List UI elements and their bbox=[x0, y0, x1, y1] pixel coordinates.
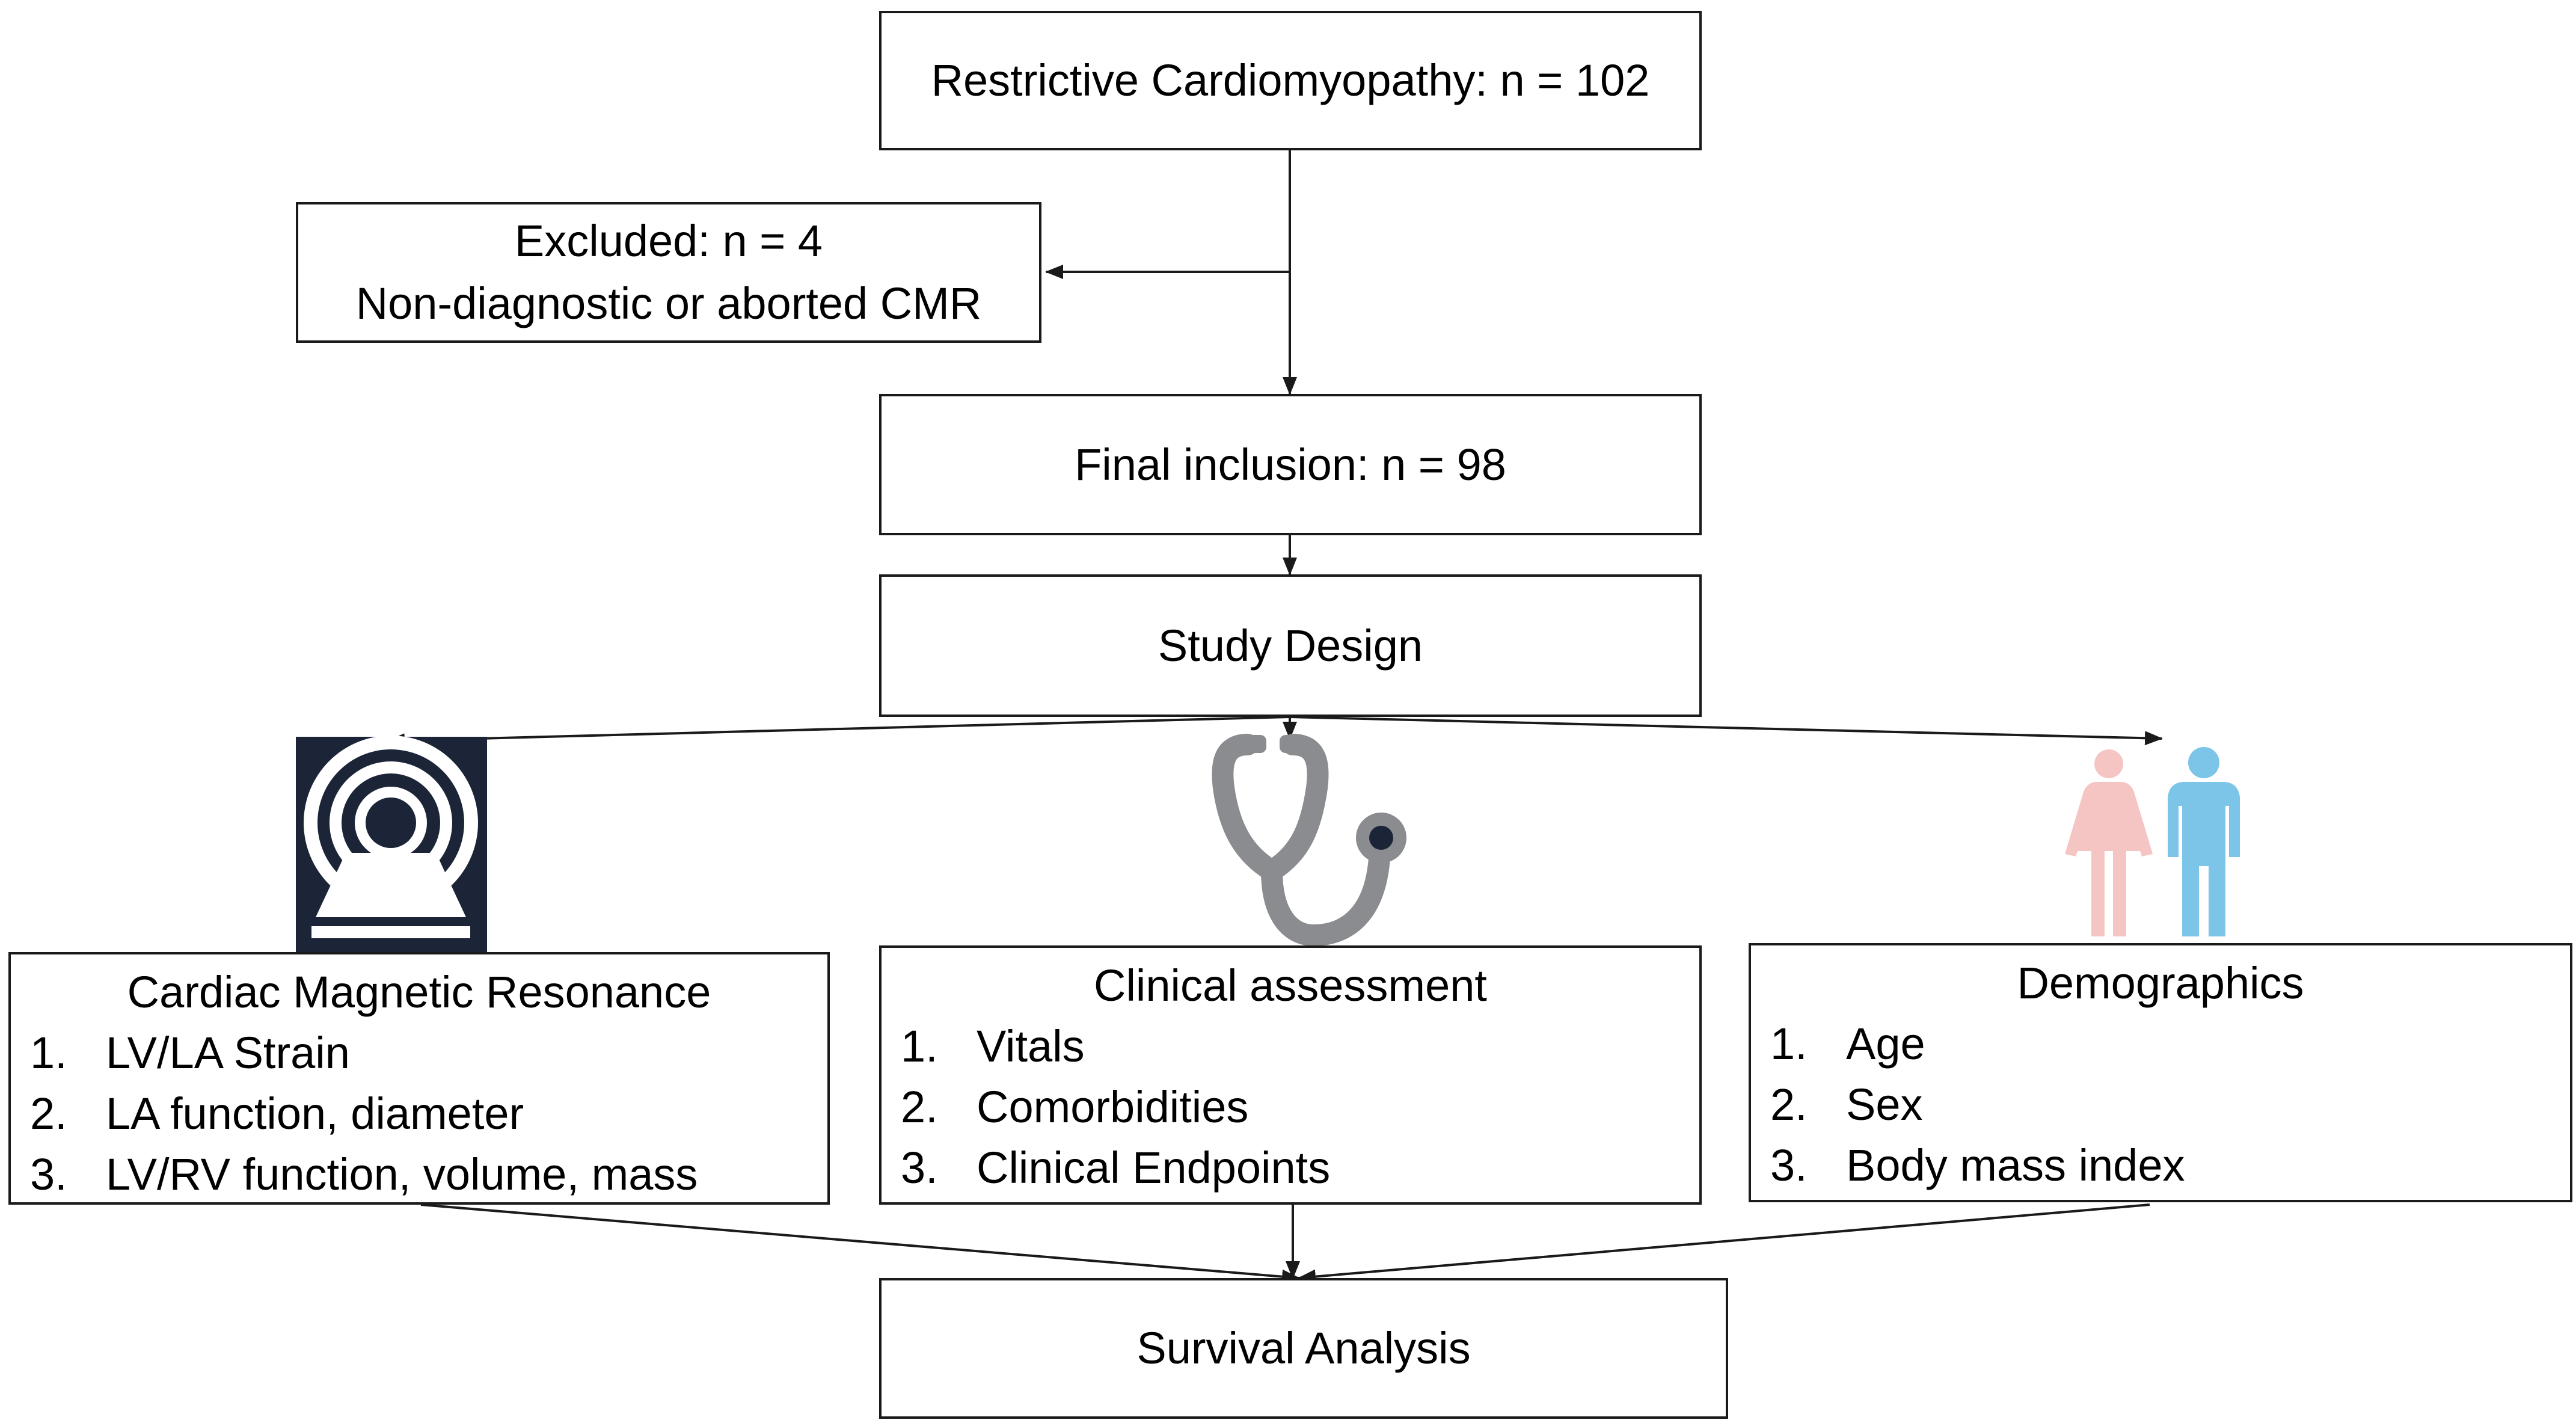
list-item-text: Age bbox=[1846, 1019, 1925, 1069]
excluded-reason-label: Non-diagnostic or aborted CMR bbox=[355, 278, 982, 328]
list-item: 2. Sex bbox=[1751, 1074, 2570, 1135]
list-item-number: 1. bbox=[30, 1028, 67, 1078]
list-item-number: 1. bbox=[1770, 1019, 1808, 1069]
list-item-text: Clinical Endpoints bbox=[977, 1143, 1331, 1193]
list-item: 1. LV/LA Strain bbox=[11, 1022, 827, 1083]
list-item-number: 3. bbox=[30, 1149, 67, 1199]
list-item: 1. Age bbox=[1751, 1013, 2570, 1074]
list-item-text: LV/LA Strain bbox=[106, 1028, 350, 1078]
male-figure-icon bbox=[2168, 747, 2240, 936]
survival-analysis-box: Survival Analysis bbox=[879, 1278, 1728, 1419]
final-inclusion-box: Final inclusion: n = 98 bbox=[879, 394, 1702, 535]
cmr-box: Cardiac Magnetic Resonance 1. LV/LA Strai… bbox=[8, 952, 830, 1205]
excluded-box: Excluded: n = 4 Non-diagnostic or aborte… bbox=[296, 202, 1041, 343]
list-item-text: Body mass index bbox=[1846, 1140, 2185, 1190]
list-item-text: Vitals bbox=[977, 1021, 1085, 1071]
list-item: 3. Clinical Endpoints bbox=[882, 1137, 1699, 1198]
survival-analysis-label: Survival Analysis bbox=[1136, 1323, 1471, 1373]
list-item-text: Sex bbox=[1846, 1080, 1923, 1129]
list-item-number: 1. bbox=[901, 1021, 938, 1071]
stethoscope-icon bbox=[1212, 734, 1406, 947]
demographics-box: Demographics 1. Age 2. Sex 3. Body mass ind… bbox=[1749, 943, 2572, 1202]
final-inclusion-label: Final inclusion: n = 98 bbox=[1075, 439, 1506, 490]
study-design-label: Study Design bbox=[1158, 620, 1423, 671]
people-icon bbox=[2065, 747, 2240, 936]
list-item-number: 3. bbox=[901, 1143, 938, 1193]
clinical-assessment-box: Clinical assessment 1. Vitals 2. Comorbidi… bbox=[879, 945, 1702, 1205]
clinical-title: Clinical assessment bbox=[1094, 960, 1487, 1010]
rcm-label: Restrictive Cardiomyopathy: n = 102 bbox=[931, 55, 1650, 105]
arrow-design-to-demographics bbox=[1289, 716, 2163, 746]
list-item: 3. Body mass index bbox=[1751, 1135, 2570, 1196]
cmr-title: Cardiac Magnetic Resonance bbox=[127, 967, 711, 1017]
study-design-box: Study Design bbox=[879, 574, 1702, 717]
rcm-box: Restrictive Cardiomyopathy: n = 102 bbox=[879, 11, 1702, 150]
list-item-number: 2. bbox=[1770, 1080, 1808, 1129]
arrow-design-to-cmr bbox=[387, 716, 1290, 748]
list-item-text: LV/RV function, volume, mass bbox=[106, 1149, 698, 1199]
list-item-number: 3. bbox=[1770, 1140, 1808, 1190]
list-item: 2. LA function, diameter bbox=[11, 1083, 827, 1144]
list-item-number: 2. bbox=[30, 1089, 67, 1139]
excluded-count-label: Excluded: n = 4 bbox=[514, 216, 823, 266]
list-item-text: Comorbidities bbox=[977, 1082, 1249, 1132]
mri-scanner-icon bbox=[296, 736, 487, 952]
list-item: 3. LV/RV function, volume, mass bbox=[11, 1144, 827, 1205]
list-item-number: 2. bbox=[901, 1082, 938, 1132]
list-item: 1. Vitals bbox=[882, 1016, 1699, 1077]
arrow-demographics-to-survival bbox=[1298, 1203, 2150, 1284]
arrow-cmr-to-survival bbox=[420, 1203, 1300, 1284]
demographics-title: Demographics bbox=[2017, 958, 2304, 1008]
female-figure-icon bbox=[2065, 749, 2153, 936]
list-item: 2. Comorbidities bbox=[882, 1077, 1699, 1137]
list-item-text: LA function, diameter bbox=[106, 1089, 524, 1139]
